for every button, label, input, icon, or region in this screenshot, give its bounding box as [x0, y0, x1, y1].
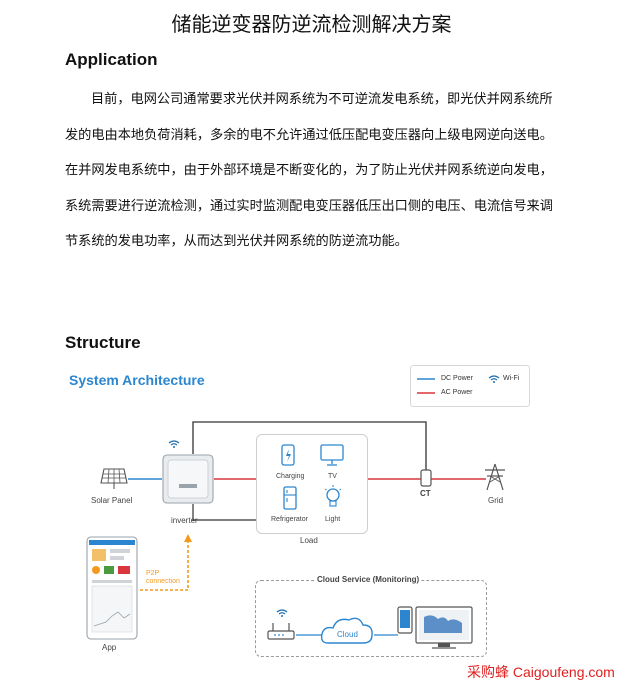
- section-heading-structure: Structure: [65, 333, 141, 352]
- label-p2p: P2P connection: [146, 570, 180, 585]
- label-charging: Charging: [276, 473, 305, 480]
- inverter-device: [162, 454, 214, 504]
- load-box: Charging TV Refrigerator Light: [256, 434, 368, 534]
- ct-sensor: [420, 469, 432, 487]
- router-wifi-icon: [276, 609, 288, 617]
- legend-dc: DC Power: [441, 375, 473, 382]
- label-cloud-service: Cloud Service (Monitoring): [315, 575, 422, 584]
- paragraph-text: 目前，电网公司通常要求光伏并网系统为不可逆流发电系统，即光伏并网系统所发的电由本…: [65, 92, 553, 250]
- monitor-icon: [415, 606, 473, 649]
- solar-panel-icon: [100, 468, 128, 489]
- router-icon: [267, 623, 295, 640]
- label-tv: TV: [328, 473, 337, 480]
- application-paragraph: 目前，电网公司通常要求光伏并网系统为不可逆流发电系统，即光伏并网系统所发的电由本…: [65, 82, 565, 260]
- page-title: 储能逆变器防逆流检测解决方案: [171, 12, 452, 36]
- cloud-icon: [320, 617, 373, 644]
- wifi-icon: [488, 375, 500, 383]
- label-cloud: Cloud: [337, 630, 358, 639]
- label-inverter: inverter: [171, 516, 198, 525]
- legend: DC Power AC Power Wi-Fi: [410, 365, 530, 407]
- light-icon: [324, 485, 342, 507]
- legend-lines: [417, 375, 500, 394]
- label-load: Load: [300, 536, 318, 545]
- label-refrigerator: Refrigerator: [271, 516, 308, 523]
- label-solar-panel: Solar Panel: [91, 496, 133, 505]
- legend-wifi: Wi-Fi: [503, 375, 520, 382]
- section-heading-application: Application: [65, 50, 158, 69]
- label-ct: CT: [420, 489, 431, 498]
- diagram-title: System Architecture: [69, 372, 205, 388]
- tv-icon: [320, 444, 344, 466]
- legend-ac: AC Power: [441, 389, 473, 396]
- grid-tower-icon: [485, 463, 505, 491]
- inverter-wifi-icon: [168, 440, 180, 448]
- label-app: App: [102, 643, 117, 652]
- refrigerator-icon: [283, 486, 297, 510]
- mobile-icon: [397, 606, 413, 634]
- cloud-service-box: Cloud Service (Monitoring) Cloud: [255, 575, 487, 657]
- label-grid: Grid: [488, 496, 504, 505]
- label-light: Light: [325, 516, 341, 523]
- app-phone: [86, 536, 138, 640]
- charging-icon: [281, 444, 295, 466]
- footer-watermark: 采购蜂 Caigoufeng.com: [467, 664, 615, 680]
